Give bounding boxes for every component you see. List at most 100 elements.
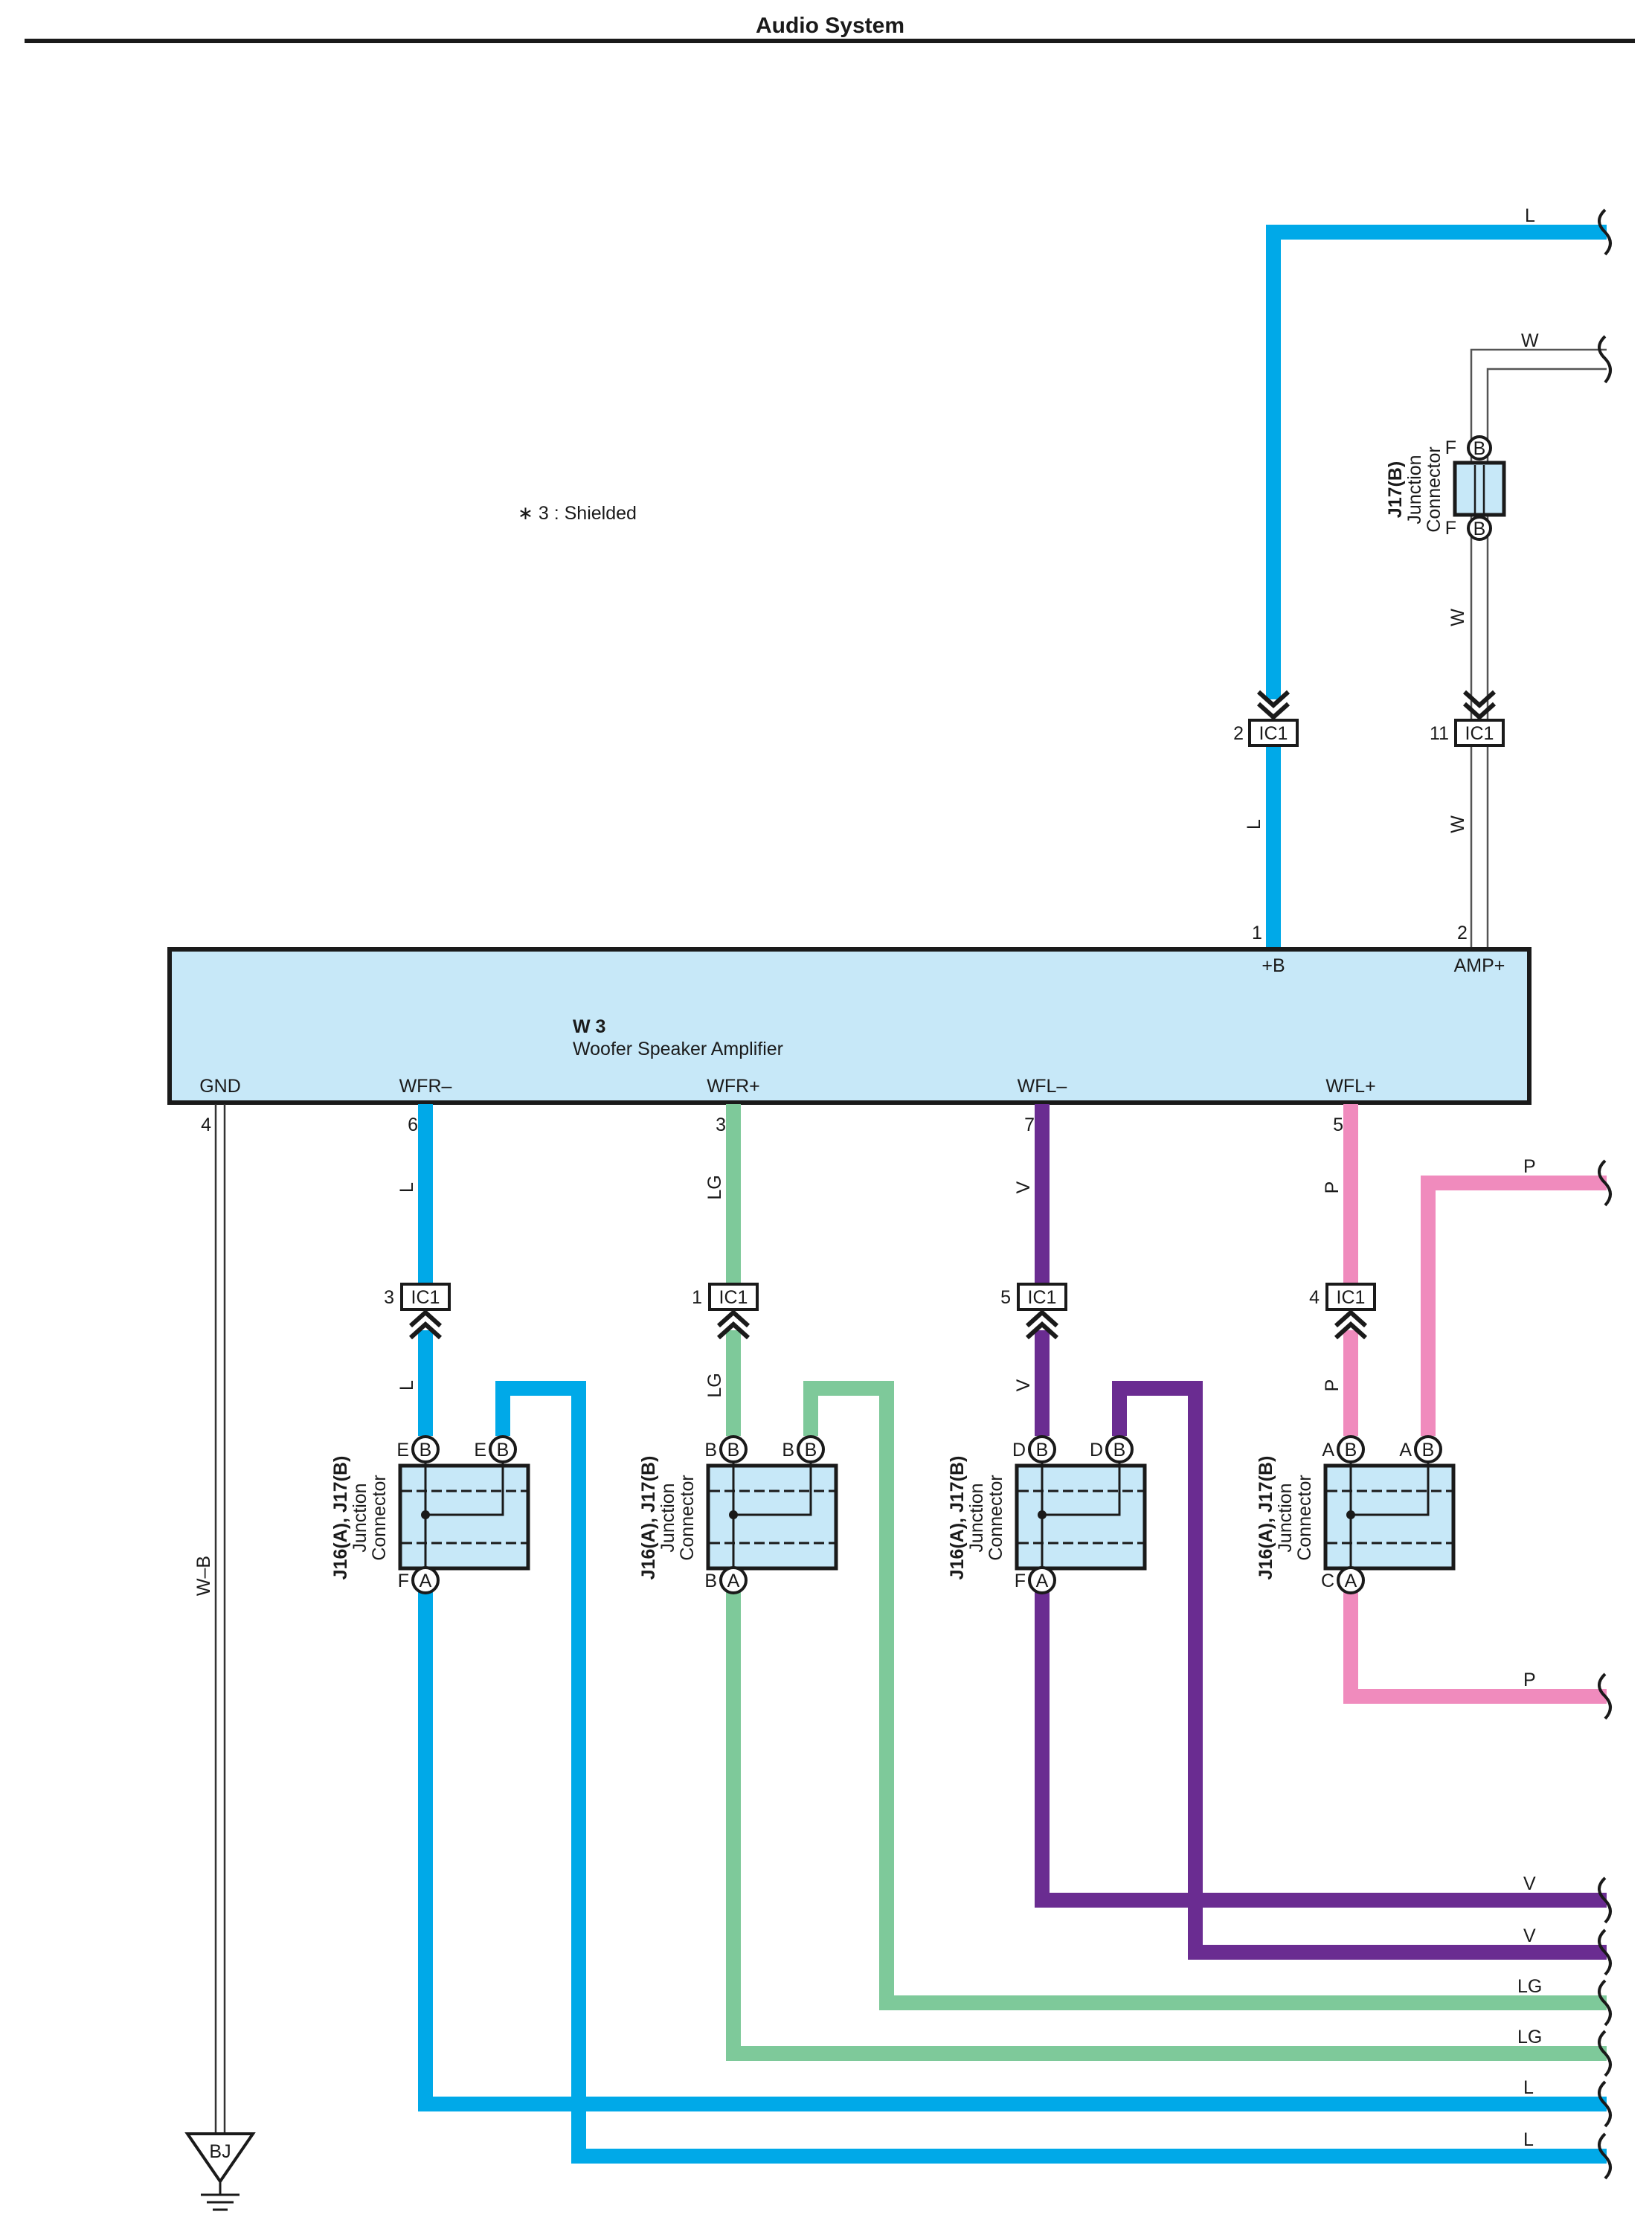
jc4-term-r: B bbox=[1422, 1440, 1435, 1460]
ic-pin-wfr-minus: 3 bbox=[384, 1287, 394, 1308]
pin-num-6: 6 bbox=[408, 1115, 418, 1135]
jc3-code: J16(A), J17(B) bbox=[947, 1456, 968, 1580]
ic-connector-wfr-plus bbox=[708, 1283, 759, 1340]
wire-label-right-v2: V bbox=[1523, 1925, 1536, 1946]
j17-name-2: Connector bbox=[1424, 446, 1444, 532]
jc1-term-l: B bbox=[420, 1440, 432, 1460]
ic-connector-top-1 bbox=[1248, 690, 1299, 747]
jc2-term-r: B bbox=[805, 1440, 817, 1460]
wire-label-right-p2: P bbox=[1523, 1670, 1536, 1690]
ic-pin-wfr-plus: 1 bbox=[692, 1287, 702, 1308]
wire-label-wflp-dn: P bbox=[1322, 1379, 1343, 1392]
pin-num-3: 3 bbox=[716, 1115, 726, 1135]
wire-label-wfrm-dn: L bbox=[396, 1380, 417, 1391]
j17-term-top: B bbox=[1473, 438, 1486, 459]
jc1-pin-r: E bbox=[474, 1440, 486, 1460]
jc3-term-r: B bbox=[1113, 1440, 1126, 1460]
jc2-pin-bottom: B bbox=[704, 1571, 717, 1591]
wire-label-top-w: W bbox=[1521, 330, 1539, 351]
ic-label-top-1: IC1 bbox=[1259, 723, 1288, 744]
jc2-term-l: B bbox=[727, 1440, 740, 1460]
jc2-name-1: Junction bbox=[658, 1483, 678, 1552]
jc2-pin-r: B bbox=[782, 1440, 794, 1460]
jc2-pin-l: B bbox=[704, 1440, 717, 1460]
wire-label-ic-l: L bbox=[1244, 819, 1264, 830]
amplifier-name: Woofer Speaker Amplifier bbox=[573, 1039, 783, 1059]
pin-name-gnd: GND bbox=[199, 1076, 241, 1097]
jc4-name-2: Connector bbox=[1294, 1475, 1315, 1560]
wire-wfl-plus-b bbox=[1421, 1176, 1607, 1436]
pin-name-wfr-plus: WFR+ bbox=[707, 1076, 760, 1097]
ic-label-wfl-minus: IC1 bbox=[1028, 1287, 1057, 1308]
ground-symbol bbox=[184, 2132, 256, 2211]
jc4-term-l: B bbox=[1345, 1440, 1357, 1460]
j17-pin-bottom: F bbox=[1445, 518, 1456, 539]
j17-pin-top: F bbox=[1445, 437, 1456, 458]
header-rule bbox=[25, 39, 1635, 43]
ic-label-top-2: IC1 bbox=[1465, 723, 1494, 744]
ic-connector-top-2 bbox=[1454, 690, 1505, 747]
pin-name-amp-plus: AMP+ bbox=[1454, 955, 1505, 976]
j17-name-1: Junction bbox=[1404, 455, 1425, 524]
ic-connector-wfl-plus bbox=[1325, 1283, 1376, 1340]
jc1-name-1: Junction bbox=[350, 1483, 370, 1552]
jc2-name-2: Connector bbox=[677, 1475, 698, 1560]
jc1-pin-l: E bbox=[396, 1440, 409, 1460]
wire-wfl-minus-b bbox=[1112, 1381, 1607, 1960]
jc4-pin-l: A bbox=[1322, 1440, 1334, 1460]
wire-label-right-lg1: LG bbox=[1517, 1976, 1542, 1997]
page-title: Audio System bbox=[756, 13, 904, 38]
jc3-pin-bottom: F bbox=[1015, 1571, 1026, 1591]
jc1-name-2: Connector bbox=[369, 1475, 390, 1560]
wire-label-right-l1: L bbox=[1523, 2077, 1534, 2098]
j17-top-connector bbox=[1453, 435, 1506, 541]
junction-connector-2 bbox=[706, 1435, 838, 1594]
wire-wfr-plus-a bbox=[726, 1592, 1607, 2061]
pin-num-5: 5 bbox=[1333, 1115, 1343, 1135]
amplifier-code: W 3 bbox=[573, 1016, 605, 1037]
wire-wfr-plus-b bbox=[803, 1381, 1607, 2010]
wire-label-wflm-dn: V bbox=[1013, 1379, 1034, 1391]
wire-label-wfrp-dn: LG bbox=[704, 1373, 725, 1397]
wire-wfl-minus-a bbox=[1035, 1592, 1607, 1908]
shield-note: ∗ 3 : Shielded bbox=[518, 503, 637, 524]
wire-label-gnd: W–B bbox=[193, 1556, 214, 1596]
ic-label-wfr-plus: IC1 bbox=[719, 1287, 748, 1308]
ic-pin-top-2: 11 bbox=[1430, 723, 1449, 744]
ic-connector-wfr-minus bbox=[400, 1283, 451, 1340]
wire-label-right-l2: L bbox=[1523, 2129, 1534, 2150]
wire-label-wflm-up: V bbox=[1013, 1181, 1034, 1193]
pin-num-2: 2 bbox=[1457, 923, 1468, 943]
jc3-name-2: Connector bbox=[986, 1475, 1006, 1560]
jc1-code: J16(A), J17(B) bbox=[330, 1456, 351, 1580]
ic-pin-top-1: 2 bbox=[1233, 723, 1244, 744]
wire-wfr-minus-a bbox=[418, 1592, 1607, 2111]
j17-code: J17(B) bbox=[1385, 461, 1406, 518]
junction-connector-4 bbox=[1323, 1435, 1456, 1594]
jc4-code: J16(A), J17(B) bbox=[1256, 1456, 1276, 1580]
pin-name-wfl-minus: WFL– bbox=[1018, 1076, 1067, 1097]
jc3-pin-r: D bbox=[1090, 1440, 1103, 1460]
jc4-name-1: Junction bbox=[1275, 1483, 1296, 1552]
wire-label-top-l: L bbox=[1525, 205, 1535, 226]
wire-label-wfrm-up: L bbox=[396, 1182, 417, 1193]
wire-label-right-v1: V bbox=[1523, 1873, 1536, 1894]
junction-connector-1 bbox=[398, 1435, 530, 1594]
jc4-term-bottom: A bbox=[1345, 1571, 1357, 1591]
wire-label-j17-w: W bbox=[1447, 609, 1468, 626]
ic-label-wfl-plus: IC1 bbox=[1337, 1287, 1366, 1308]
amplifier-box bbox=[167, 947, 1532, 1105]
ic-pin-wfl-plus: 4 bbox=[1309, 1287, 1320, 1308]
ground-label: BJ bbox=[209, 2141, 231, 2162]
wire-l-top bbox=[1266, 225, 1607, 699]
jc2-code: J16(A), J17(B) bbox=[638, 1456, 659, 1580]
wire-label-right-lg2: LG bbox=[1517, 2027, 1542, 2047]
j17-term-bottom: B bbox=[1473, 519, 1486, 539]
wire-label-right-p1: P bbox=[1523, 1156, 1536, 1177]
pin-num-4: 4 bbox=[201, 1115, 211, 1135]
wire-label-ic-w: W bbox=[1447, 815, 1468, 833]
ic-connector-wfl-minus bbox=[1017, 1283, 1067, 1340]
junction-connector-3 bbox=[1015, 1435, 1147, 1594]
jc3-pin-l: D bbox=[1012, 1440, 1026, 1460]
wire-break-marks bbox=[1598, 208, 1612, 2180]
